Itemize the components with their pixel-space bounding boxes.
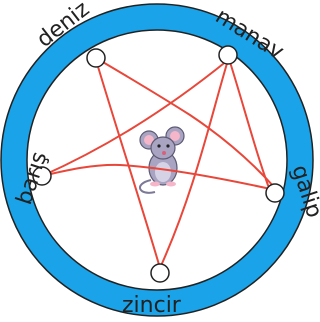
mouse-foot-left [150, 182, 160, 187]
node-zincir [151, 264, 169, 282]
mouse-foot-right [166, 182, 176, 187]
node-deniz [87, 49, 105, 67]
mouse-eye-left [157, 144, 160, 147]
node-galip [266, 184, 284, 202]
word-zincir: zincir [122, 293, 182, 318]
mouse-belly [155, 162, 171, 182]
mouse-nose [162, 151, 166, 155]
node-manav [219, 46, 237, 64]
mouse-head [151, 137, 175, 159]
mouse-eye-right [166, 144, 169, 147]
